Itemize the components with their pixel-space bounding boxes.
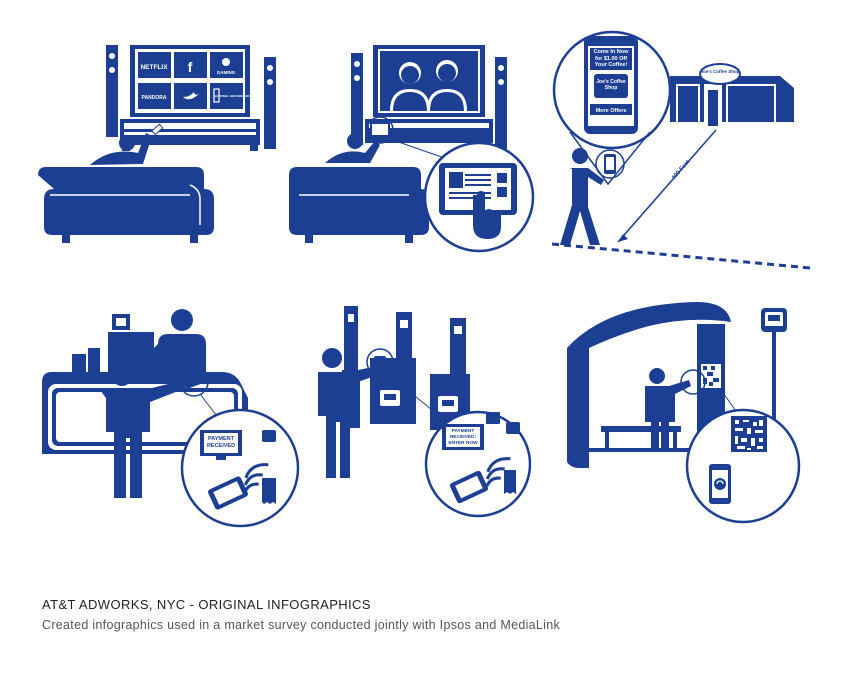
commuter-head [322,348,342,368]
shelter-bench [601,426,681,432]
customer-head [112,366,132,386]
walker-head [572,148,588,164]
tapping-hand [473,191,501,239]
viewer-head [347,133,363,149]
more-offers-button[interactable] [590,104,632,115]
tile-pandora: PANDORA [142,95,167,101]
phone-small [183,371,205,389]
twitter-icon [497,187,507,197]
sidewalk-dashed-line [551,242,811,270]
payment-message: PAYMENT RECEIVED: ENTER NOW [448,429,478,446]
zoom-circle-payment [180,408,300,528]
right-speaker [495,57,507,149]
shop-sign [699,63,741,85]
caption-title: AT&T ADWORKS, NYC - ORIGINAL INFOGRAPHIC… [42,597,371,612]
coffee-logo [594,74,628,98]
payment-message: PAYMENT RECEIVED [206,436,236,449]
caption-subtitle: Created infographics used in a market su… [42,618,561,632]
rider-body [645,380,691,448]
distance-line [617,129,717,243]
commuter-body [318,366,380,478]
right-speaker [264,57,276,149]
tile-gaming: GAMING [217,70,236,75]
nfc-reader [506,422,520,434]
cashier-head [171,309,193,331]
facebook-icon [497,173,507,183]
panel-living-room-tv: NETFLIX f GAMING PANDORA NATIONAL GEOGRA… [30,35,290,250]
twitter-icon [183,92,200,100]
customer-body [100,380,186,498]
coffee-logo-text: Joe's Coffee Shop [596,79,626,91]
shop-sign-text: Joe's Coffee Shop [700,69,740,74]
tile-facebook: f [188,59,193,75]
offer-text: Come In Now for $1.00 Off Your Coffee! [593,49,629,68]
cash-register [108,332,154,374]
tablet-small [370,122,390,137]
nfc-waves-icon [485,457,511,487]
panel-bus-stop [565,298,810,528]
left-speaker [106,45,118,137]
receipt-icon [504,470,516,494]
distance-label: 400 Feet [671,159,691,181]
gamepad-icon [222,58,230,66]
panel-second-screen [285,35,545,253]
sofa [38,167,214,243]
scan-icon [714,478,726,490]
left-speaker [351,53,363,145]
more-offers-label: More Offers [596,108,627,114]
panel-coffee-shop: Come In Now for $1.00 Off Your Coffee! J… [548,28,818,273]
panel-checkout: PAYMENT RECEIVED [34,302,304,528]
sofa [289,167,429,243]
app-tiles: NETFLIX f GAMING PANDORA NATIONAL GEOGRA… [138,52,251,109]
metro-icon-3 [486,412,500,424]
viewer-head [119,135,135,151]
remote-control [151,123,164,136]
walker-body [560,168,604,245]
tile-netflix: NETFLIX [140,64,168,71]
panel-subway: PAYMENT RECEIVED: ENTER NOW [300,298,550,523]
rider-head [649,368,665,384]
tile-national-geographic: NATIONAL GEOGRAPHIC [214,94,251,98]
nfc-reader [262,430,276,442]
receipt-icon [262,478,276,504]
coffee-storefront [670,76,794,128]
